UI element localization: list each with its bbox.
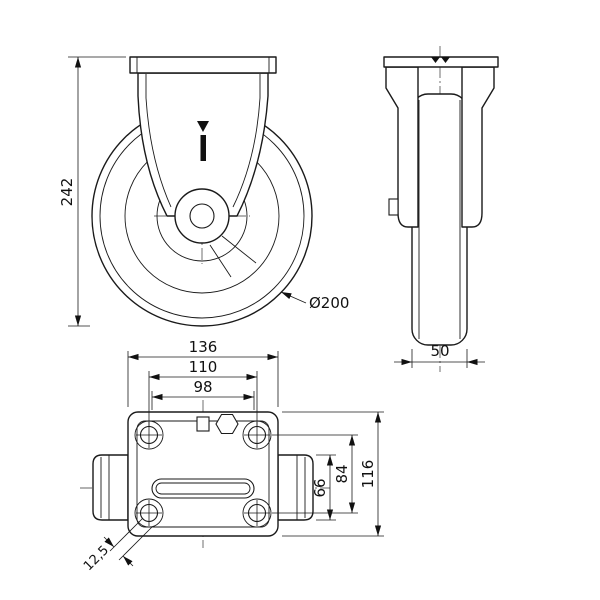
fork-side	[385, 66, 495, 228]
dim-hole-spacing-length: 110	[148, 358, 258, 427]
hub-front	[174, 188, 230, 244]
dim-label-wheel-width: 50	[430, 342, 449, 360]
dim-label-plate-length: 136	[189, 338, 218, 356]
mounting-plate	[127, 411, 279, 537]
dim-label-hole-spacing-length: 110	[189, 358, 218, 376]
front-view: 242 Ø200	[58, 56, 349, 327]
central-slot	[151, 478, 255, 499]
bolt-holes	[134, 420, 272, 528]
dim-label-hole-spacing-width: 84	[333, 464, 351, 483]
dim-plate-length: 136	[127, 338, 279, 407]
weld-mark	[431, 57, 440, 63]
dim-label-inner-spacing: 66	[311, 478, 329, 497]
dim-slot-length: 98	[151, 378, 255, 410]
top-plate-side	[383, 56, 499, 68]
dim-plate-width: 116	[282, 411, 384, 537]
plate-view: 136 110 98 66 84	[80, 338, 384, 574]
wheel-side	[411, 93, 468, 346]
dim-label-plate-width: 116	[359, 460, 377, 489]
dim-label-overall-height: 242	[58, 178, 76, 207]
brand-logo	[197, 121, 209, 161]
axle-bolt-head	[388, 198, 399, 216]
bolt-hole	[134, 498, 164, 528]
hex-fitting	[196, 413, 239, 435]
dim-wheel-width: 50	[394, 342, 485, 368]
dim-inner-spacing: 66	[311, 454, 336, 521]
dim-label-corner-offset: 12,5	[81, 543, 112, 574]
wheel-web-line	[221, 235, 257, 264]
dim-overall-height: 242	[58, 56, 126, 327]
dim-label-slot-length: 98	[193, 378, 212, 396]
weld-mark	[441, 57, 450, 63]
bolt-hole	[242, 498, 272, 528]
bolt-hole	[134, 420, 164, 450]
side-view: 50	[383, 46, 499, 372]
dim-label-wheel-diameter: Ø200	[309, 294, 349, 312]
wheel-top-left-end	[92, 454, 129, 521]
wheel-web-line	[209, 244, 232, 278]
wheel-top-right-end	[277, 454, 314, 521]
top-plate-front	[129, 56, 277, 74]
dim-hole-spacing-width: 84	[272, 434, 358, 514]
dim-wheel-diameter: Ø200	[280, 291, 349, 312]
